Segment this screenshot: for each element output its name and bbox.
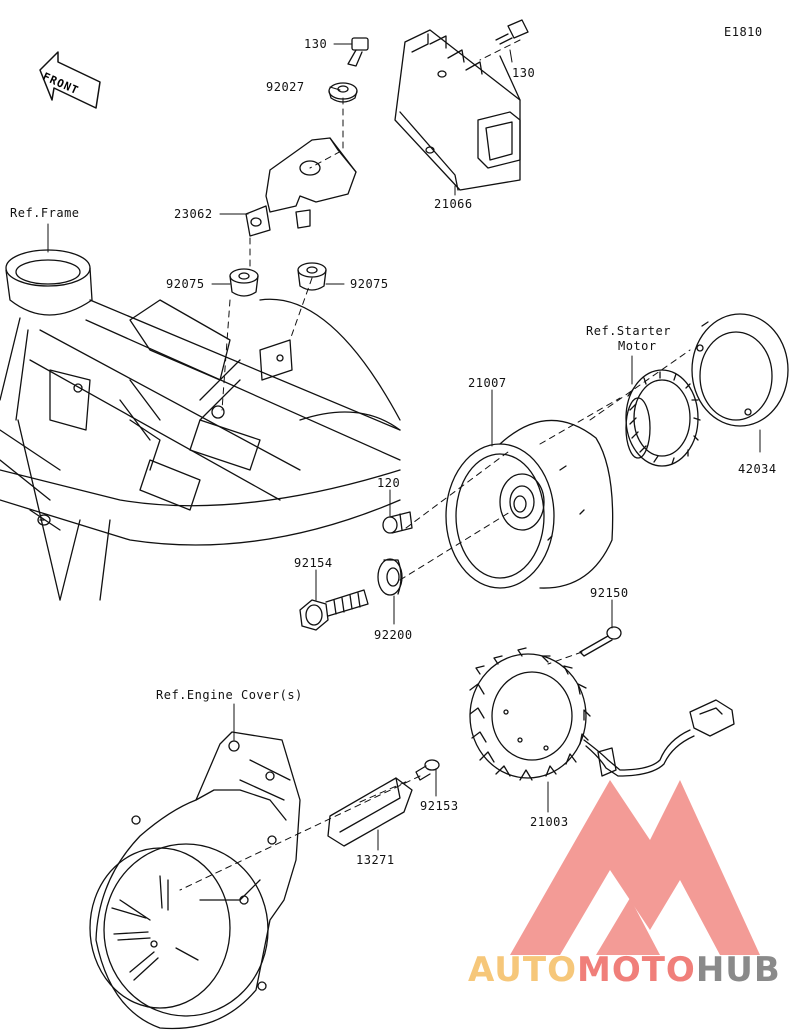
part-label-92200: 92200 [374,628,413,642]
diagram-code: E1810 [724,25,763,39]
part-label-21007: 21007 [468,376,507,390]
leader-lines [47,43,761,851]
bolt-92153-icon [415,759,440,781]
part-label-92153: 92153 [420,799,459,813]
watermark-logo-icon [510,780,760,955]
stator-21003-icon [469,647,735,781]
ref-engine-cover-label: Ref.Engine Cover(s) [156,688,303,702]
part-label-92150: 92150 [590,586,629,600]
bracket-23062-icon [245,137,357,237]
ref-starter-label-line2: Motor [618,339,657,353]
part-label-130-left: 130 [304,37,328,51]
watermark-auto: AUTO [468,950,577,990]
part-label-92154: 92154 [294,556,333,570]
part-label-92075-right: 92075 [350,277,389,291]
watermark-hub: HUB [695,950,781,990]
collar-42034-icon [691,313,789,427]
part-label-21003: 21003 [530,815,569,829]
ref-frame-label: Ref.Frame [10,206,80,220]
assembly-lines [179,39,691,891]
ref-starter-label-line1: Ref.Starter [586,324,671,338]
part-label-92075-left: 92075 [166,277,205,291]
engine-cover-illustration [89,731,301,1030]
bolt-120-icon [382,511,413,534]
watermark-text: AUTOMOTOHUB [468,950,781,990]
part-label-120: 120 [377,476,401,490]
grommet-92075-right-icon [297,262,327,291]
bolt-130-right-icon [495,19,529,45]
frame-illustration [0,249,401,601]
grommet-92075-left-icon [229,268,259,297]
front-arrow-icon [39,51,101,109]
part-label-21066: 21066 [434,197,473,211]
starter-clutch-icon [625,369,701,467]
washer-92200-icon [377,558,403,596]
part-label-42034: 42034 [738,462,777,476]
regulator-rectifier-icon [394,29,521,191]
watermark-moto: MOTO [576,950,696,990]
part-label-92027: 92027 [266,80,305,94]
bolt-130-left-icon [347,37,369,67]
bolt-92150-icon [579,626,622,657]
part-label-130-right: 130 [512,66,536,80]
holder-13271-icon [327,777,413,847]
rotor-21007-icon [445,419,614,589]
part-label-13271: 13271 [356,853,395,867]
part-label-23062: 23062 [174,207,213,221]
bolt-92154-icon [299,589,369,631]
